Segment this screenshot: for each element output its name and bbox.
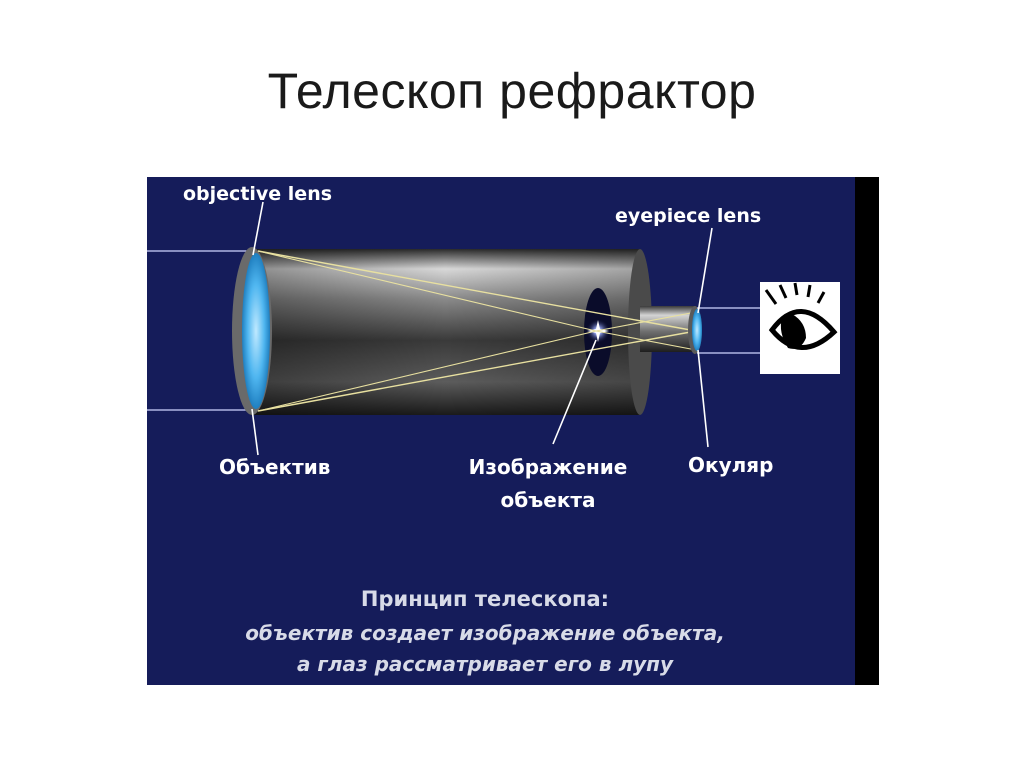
pointer-objective-ru [251, 408, 259, 456]
principle-heading: Принцип телескопа: [361, 587, 609, 611]
label-eyepiece-ru: Окуляр [688, 453, 773, 477]
pointer-eyepiece-en [697, 227, 713, 314]
label-objective-en: objective lens [183, 183, 332, 205]
ray-bottom-to-focus [257, 330, 697, 412]
ray-bottom-cross [257, 330, 597, 412]
label-image-ru-line2: объекта [501, 488, 596, 512]
label-objective-ru: Объектив [219, 455, 330, 479]
ray-top-to-focus [257, 250, 697, 332]
principle-line1: объектив создает изображение объекта, [245, 621, 725, 645]
ray-cross-lower [595, 330, 697, 351]
panel-edge-strip [855, 177, 879, 685]
label-image-ru-line1: Изображение [469, 455, 628, 479]
pointer-objective-en [252, 201, 264, 256]
label-eyepiece-en: eyepiece lens [615, 205, 761, 227]
pointer-eyepiece-ru [697, 349, 709, 448]
slide-title: Телескоп рефрактор [267, 63, 757, 119]
pointer-image [552, 339, 597, 445]
principle-line2: а глаз рассматривает его в лупу [297, 652, 674, 676]
eyepiece-lens-icon [692, 309, 702, 351]
eye-icon [764, 282, 838, 350]
ray-top-cross [257, 250, 597, 332]
ray-cross-upper [595, 311, 697, 332]
objective-lens-icon [242, 253, 270, 409]
